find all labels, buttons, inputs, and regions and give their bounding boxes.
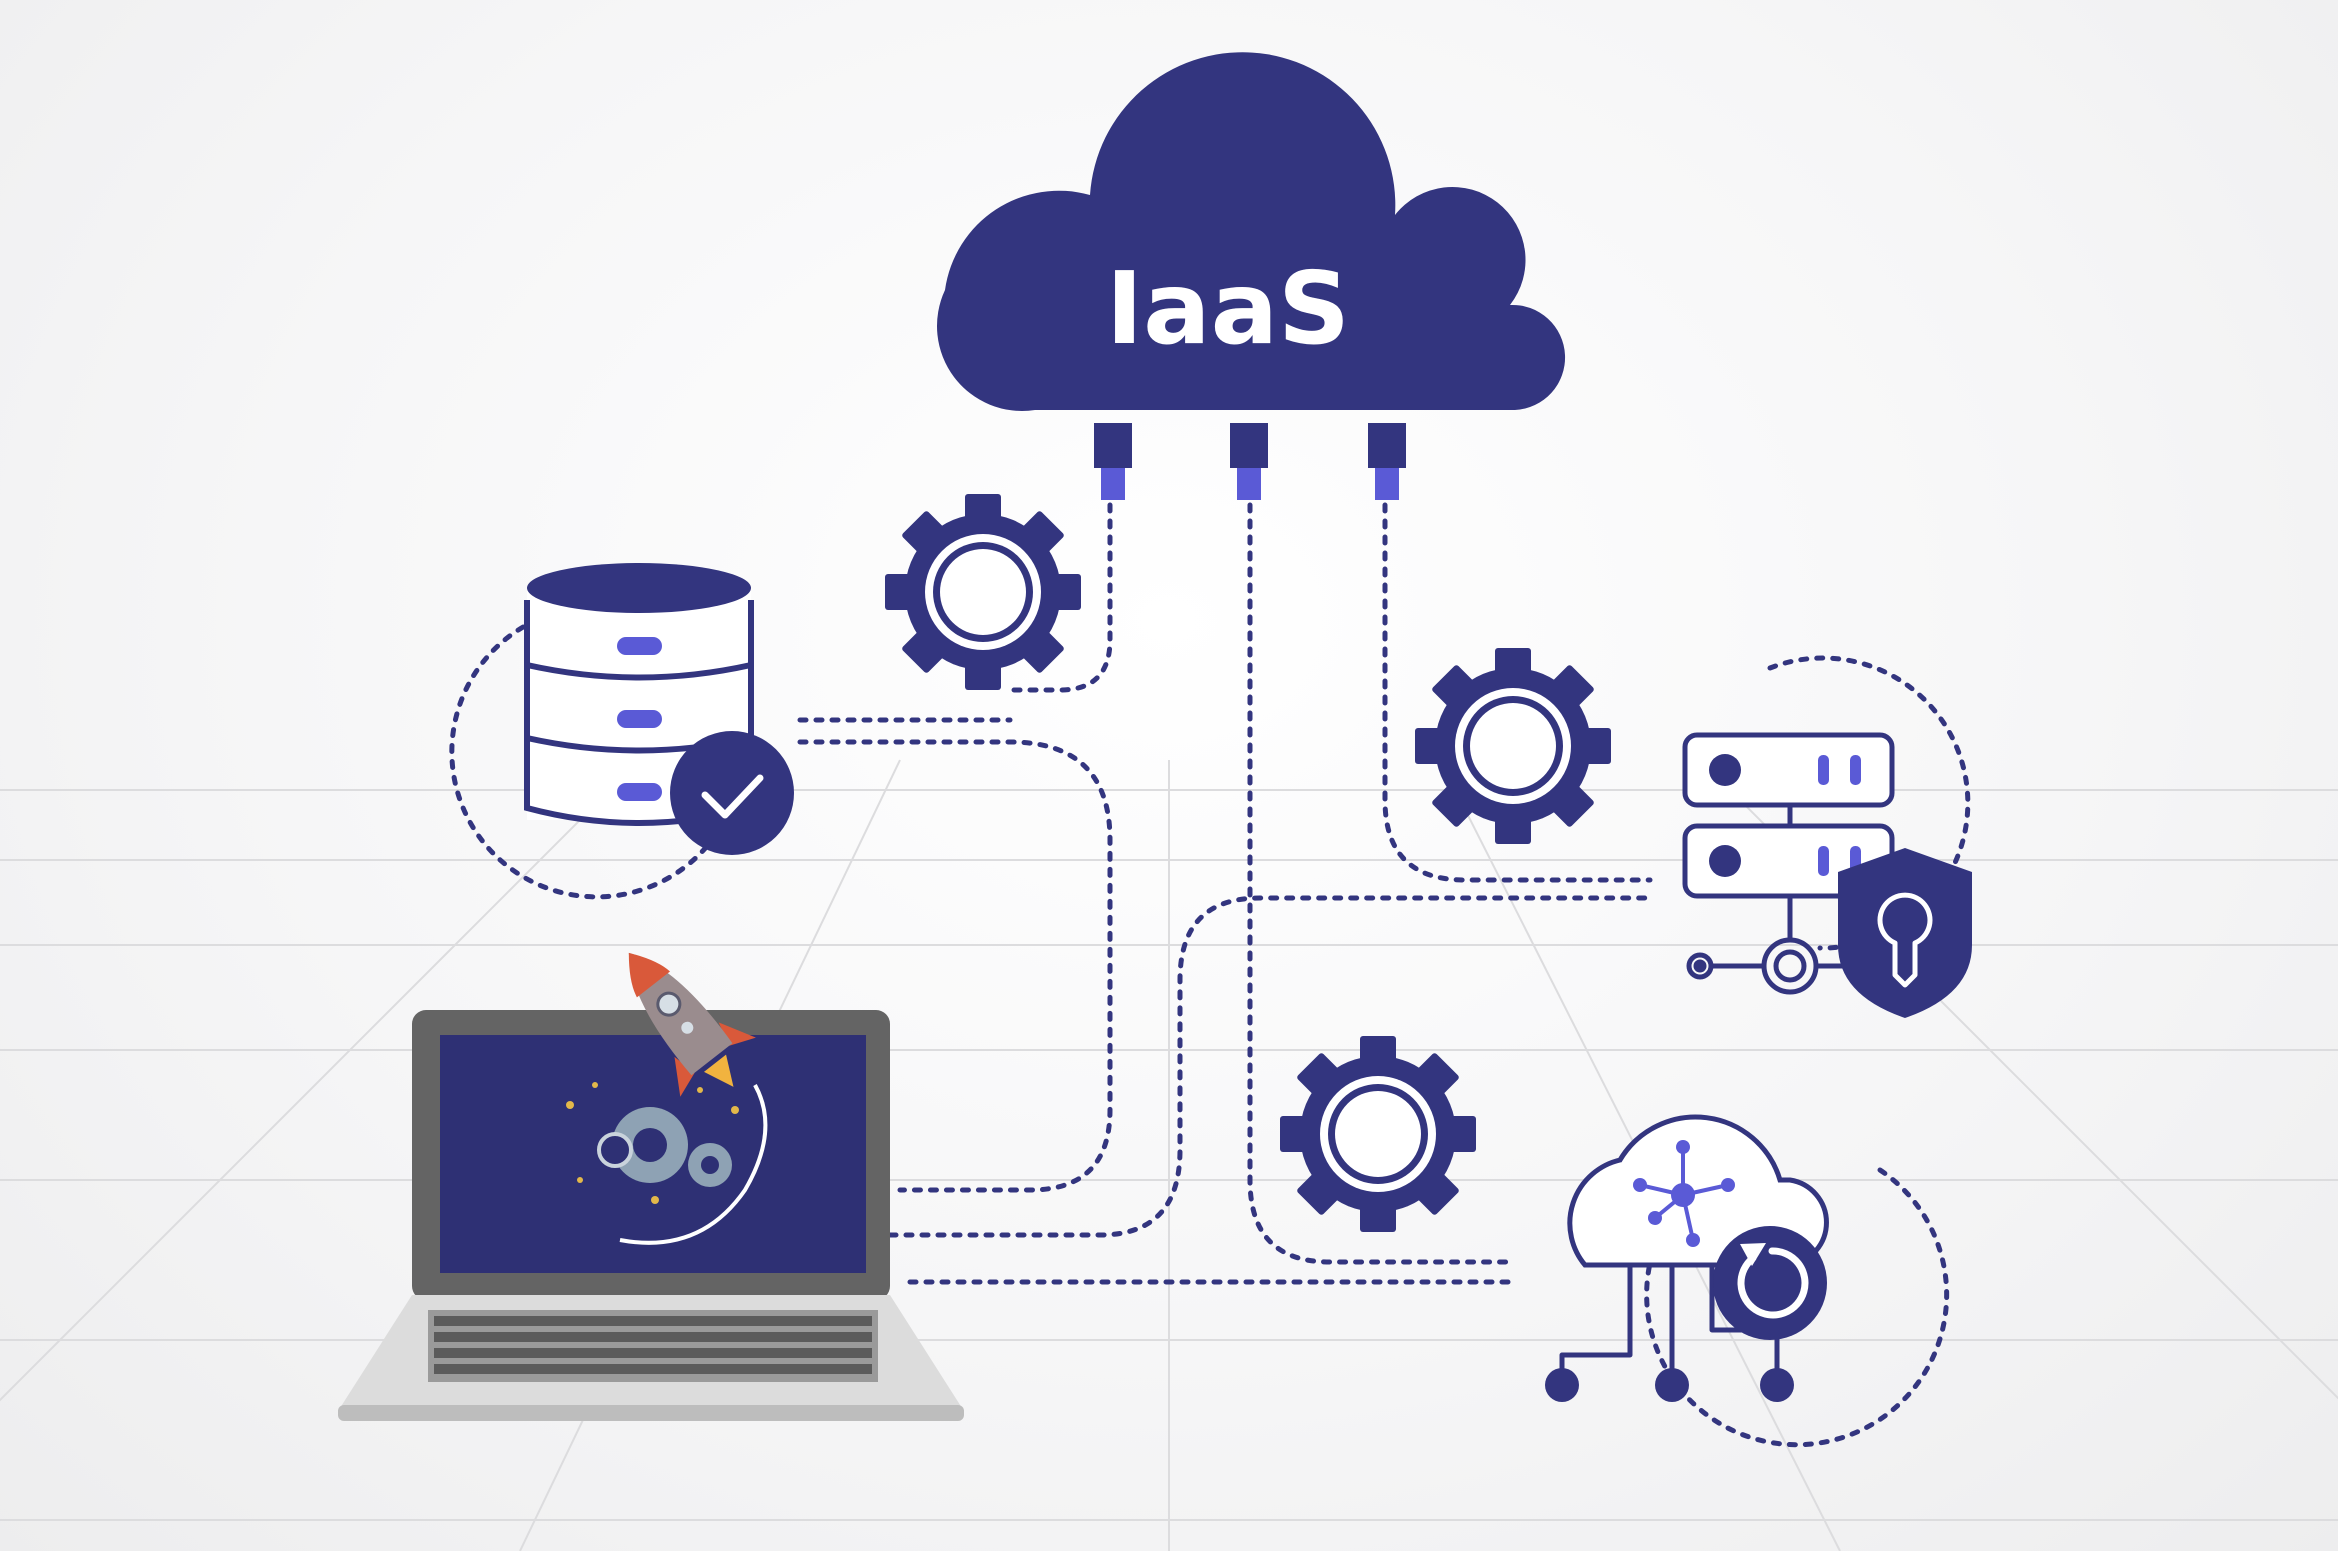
check-badge-icon	[670, 731, 794, 855]
gear-icon	[885, 494, 1081, 690]
gear-icon	[1415, 648, 1611, 844]
gear-icon	[1280, 1036, 1476, 1232]
screen-gears-icon	[566, 1082, 768, 1245]
cloud-title: IaaS	[1106, 250, 1350, 367]
cloud-connectors	[1094, 423, 1406, 500]
keyhole-icon	[1877, 892, 1933, 988]
security-shield-icon	[1838, 848, 1972, 1018]
connector-lines	[449, 502, 1971, 1448]
cloud-icon: IaaS	[936, 52, 1566, 412]
server-lights	[1709, 754, 1861, 877]
laptop-icon	[338, 1010, 964, 1421]
floor-grid	[0, 759, 2338, 1551]
refresh-icon	[1713, 1226, 1827, 1340]
rocket-icon	[628, 952, 756, 1097]
